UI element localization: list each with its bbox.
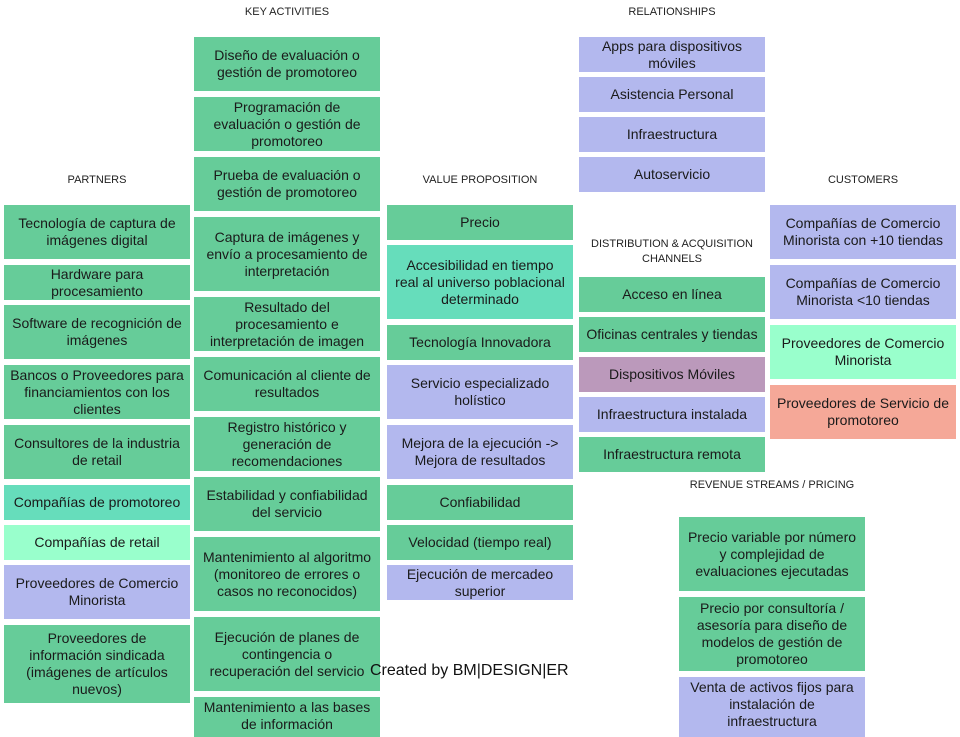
value-proposition-item: Precio <box>387 205 573 240</box>
partner-item: Consultores de la industria de retail <box>4 425 190 479</box>
partner-item: Tecnología de captura de imágenes digita… <box>4 205 190 259</box>
revenue-item: Precio variable por número y complejidad… <box>679 517 865 591</box>
value-proposition-header: VALUE PROPOSITION <box>422 174 538 186</box>
key-activities-header: KEY ACTIVITIES <box>244 6 330 18</box>
key-activity-item: Mantenimiento al algoritmo (monitoreo de… <box>194 537 380 611</box>
relationship-item: Apps para dispositivos móviles <box>579 37 765 72</box>
partner-item: Hardware para procesamiento <box>4 265 190 300</box>
relationships-header: RELATIONSHIPS <box>628 6 716 18</box>
revenue-item: Venta de activos fijos para instalación … <box>679 677 865 737</box>
revenue-header: REVENUE STREAMS / PRICING <box>689 479 855 491</box>
customers-header: CUSTOMERS <box>827 174 899 186</box>
key-activity-item: Resultado del procesamiento e interpreta… <box>194 297 380 351</box>
partner-item: Proveedores de información sindicada (im… <box>4 625 190 703</box>
customer-item: Compañías de Comercio Minorista <10 tien… <box>770 265 956 319</box>
footer-credit: Created by BM|DESIGN|ER <box>370 662 569 679</box>
key-activity-item: Prueba de evaluación o gestión de promot… <box>194 157 380 211</box>
distribution-item: Infraestructura remota <box>579 437 765 472</box>
distribution-item: Infraestructura instalada <box>579 397 765 432</box>
value-proposition-item: Tecnología Innovadora <box>387 325 573 360</box>
revenue-item: Precio por consultoría / asesoría para d… <box>679 597 865 671</box>
value-proposition-item: Accesibilidad en tiempo real al universo… <box>387 245 573 319</box>
value-proposition-item: Mejora de la ejecución -> Mejora de resu… <box>387 425 573 479</box>
value-proposition-item: Ejecución de mercadeo superior <box>387 565 573 600</box>
key-activity-item: Ejecución de planes de contingencia o re… <box>194 617 380 691</box>
key-activity-item: Registro histórico y generación de recom… <box>194 417 380 471</box>
distribution-item: Acceso en línea <box>579 277 765 312</box>
value-proposition-item: Velocidad (tiempo real) <box>387 525 573 560</box>
key-activity-item: Captura de imágenes y envío a procesamie… <box>194 217 380 291</box>
key-activity-item: Diseño de evaluación o gestión de promot… <box>194 37 380 91</box>
partner-item: Proveedores de Comercio Minorista <box>4 565 190 619</box>
partner-item: Compañías de promotoreo <box>4 485 190 520</box>
key-activity-item: Comunicación al cliente de resultados <box>194 357 380 411</box>
distribution-item: Oficinas centrales y tiendas <box>579 317 765 352</box>
relationship-item: Asistencia Personal <box>579 77 765 112</box>
relationship-item: Autoservicio <box>579 157 765 192</box>
value-proposition-item: Confiabilidad <box>387 485 573 520</box>
customer-item: Compañías de Comercio Minorista con +10 … <box>770 205 956 259</box>
distribution-header: DISTRIBUTION & ACQUISITION CHANNELS <box>591 238 753 265</box>
value-proposition-item: Servicio especializado holístico <box>387 365 573 419</box>
distribution-item: Dispositivos Móviles <box>579 357 765 392</box>
partner-item: Bancos o Proveedores para financiamiento… <box>4 365 190 419</box>
customer-item: Proveedores de Comercio Minorista <box>770 325 956 379</box>
partner-item: Compañías de retail <box>4 525 190 560</box>
partners-header: PARTNERS <box>67 174 127 186</box>
partner-item: Software de recognición de imágenes <box>4 305 190 359</box>
key-activity-item: Estabilidad y confiabilidad del servicio <box>194 477 380 531</box>
key-activity-item: Mantenimiento a las bases de información <box>194 697 380 737</box>
relationship-item: Infraestructura <box>579 117 765 152</box>
key-activity-item: Programación de evaluación o gestión de … <box>194 97 380 151</box>
customer-item: Proveedores de Servicio de promotoreo <box>770 385 956 439</box>
